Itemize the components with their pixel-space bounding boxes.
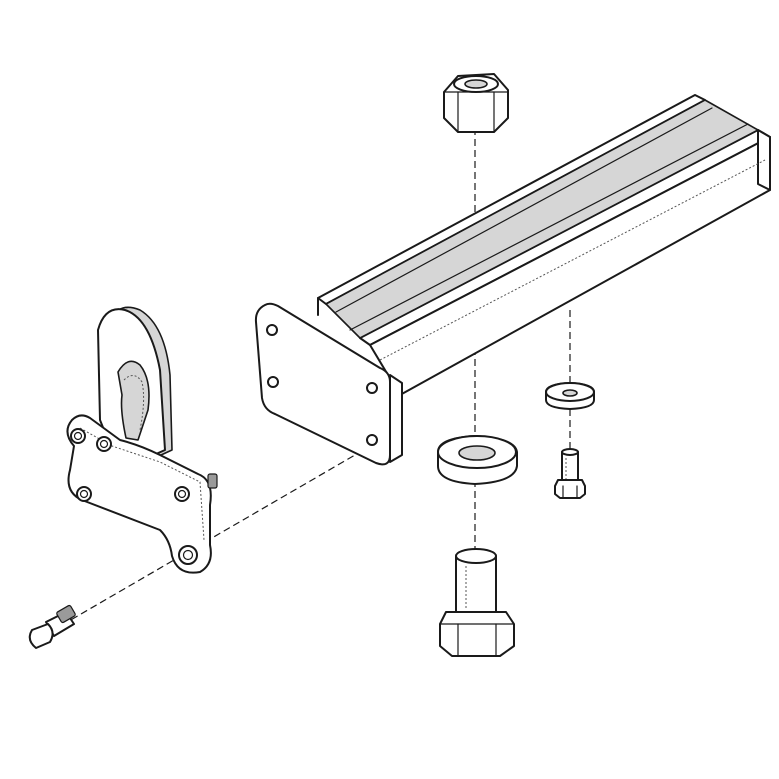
flat-washer-large: [437, 435, 518, 485]
plate-hole-icon: [366, 434, 378, 446]
flat-washer-small: [545, 382, 595, 410]
hitch-bracket: [66, 306, 218, 574]
hex-bolt-large: [439, 548, 515, 657]
lock-nut: [443, 73, 509, 133]
bracket-hole-icon: [76, 486, 92, 502]
plate-hole-icon: [266, 324, 278, 336]
mounting-plate: [254, 302, 403, 466]
bracket-hole-icon: [96, 436, 112, 452]
bracket-hole-icon: [70, 428, 86, 444]
bracket-hole-icon: [174, 486, 190, 502]
screw-icon: [28, 623, 54, 649]
hex-bolt-small: [554, 448, 586, 499]
flat-head-screw: [28, 604, 76, 649]
bracket-pivot-hole-icon: [178, 545, 198, 565]
channel-arm: [317, 94, 771, 396]
hex-bolt-icon: [554, 479, 586, 499]
plate-hole-icon: [267, 376, 279, 388]
plate-hole-icon: [366, 382, 378, 394]
hex-bolt-icon: [439, 611, 515, 657]
